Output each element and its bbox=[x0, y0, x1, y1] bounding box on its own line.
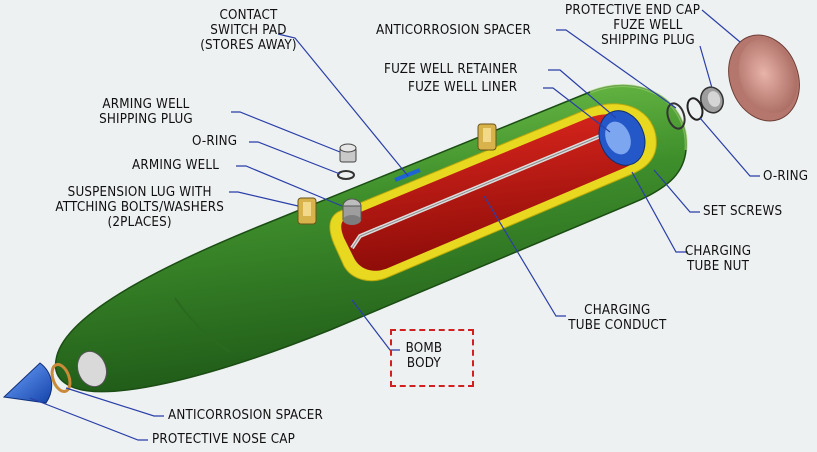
leader-charging-tube-nut bbox=[631, 171, 688, 253]
label-charging-tube-conduct: CHARGING TUBE CONDUCT bbox=[568, 303, 667, 333]
label-protective-nose-cap: PROTECTIVE NOSE CAP bbox=[152, 432, 296, 447]
o-ring-right bbox=[686, 97, 704, 121]
leader-o-ring-left bbox=[249, 141, 341, 175]
label-fuze-well-retainer: FUZE WELL RETAINER bbox=[384, 62, 518, 77]
label-arming-well-shipping-plug: ARMING WELL SHIPPING PLUG bbox=[99, 97, 193, 127]
label-anticorrosion-spacer-top: ANTICORROSION SPACER bbox=[376, 23, 531, 38]
label-o-ring-left: O-RING bbox=[192, 134, 238, 149]
leader-charging-tube-conduct bbox=[483, 195, 566, 317]
leader-protective-end-cap bbox=[701, 9, 741, 43]
arming-well-shipping-plug bbox=[339, 143, 357, 163]
leader-fuze-well-shipping-plug bbox=[699, 45, 713, 89]
label-charging-tube-nut: CHARGING TUBE NUT bbox=[684, 244, 752, 274]
label-contact-switch-pad: CONTACT SWITCH PAD (STORES AWAY) bbox=[200, 8, 297, 53]
arming-well bbox=[342, 198, 362, 225]
label-arming-well: ARMING WELL bbox=[132, 158, 220, 173]
label-fuze-well-liner: FUZE WELL LINER bbox=[408, 80, 518, 95]
leader-arming-well-shipping-plug bbox=[231, 111, 341, 153]
leader-set-screws bbox=[653, 169, 700, 213]
label-set-screws: SET SCREWS bbox=[703, 204, 783, 219]
leader-anticorrosion-spacer-bottom bbox=[65, 387, 164, 417]
leader-contact-switch-pad bbox=[277, 33, 409, 177]
anticorrosion-spacer-nose bbox=[50, 363, 72, 393]
leader-lines bbox=[29, 9, 760, 441]
anticorrosion-spacer-rear bbox=[666, 102, 686, 130]
protective-end-cap bbox=[728, 34, 800, 122]
leader-fuze-well-retainer bbox=[548, 69, 617, 119]
bomb-body-highlight-box bbox=[390, 329, 474, 387]
label-protective-end-cap: PROTECTIVE END CAP bbox=[565, 3, 701, 18]
leader-protective-nose-cap bbox=[29, 397, 148, 441]
leader-o-ring-right bbox=[699, 117, 760, 177]
leader-anticorrosion-spacer-top bbox=[556, 29, 677, 109]
leader-arming-well bbox=[236, 165, 343, 207]
o-ring-left bbox=[337, 170, 355, 180]
label-bomb-body: BOMB BODY bbox=[405, 341, 443, 371]
protective-nose-cap bbox=[2, 362, 53, 404]
leader-suspension-lug bbox=[229, 191, 299, 207]
suspension-lug-rear bbox=[477, 123, 497, 151]
label-suspension-lug: SUSPENSION LUG WITH ATTCHING BOLTS/WASHE… bbox=[55, 185, 224, 230]
suspension-lug-front bbox=[297, 197, 317, 225]
label-fuze-well-shipping-plug: FUZE WELL SHIPPING PLUG bbox=[601, 18, 695, 48]
label-anticorrosion-spacer-bottom: ANTICORROSION SPACER bbox=[168, 408, 323, 423]
explosive-cutaway bbox=[329, 103, 657, 282]
label-o-ring-right: O-RING bbox=[763, 169, 809, 184]
leader-fuze-well-liner bbox=[543, 87, 611, 133]
fuze-well-shipping-plug bbox=[700, 86, 724, 114]
nose-fitting bbox=[76, 350, 108, 388]
